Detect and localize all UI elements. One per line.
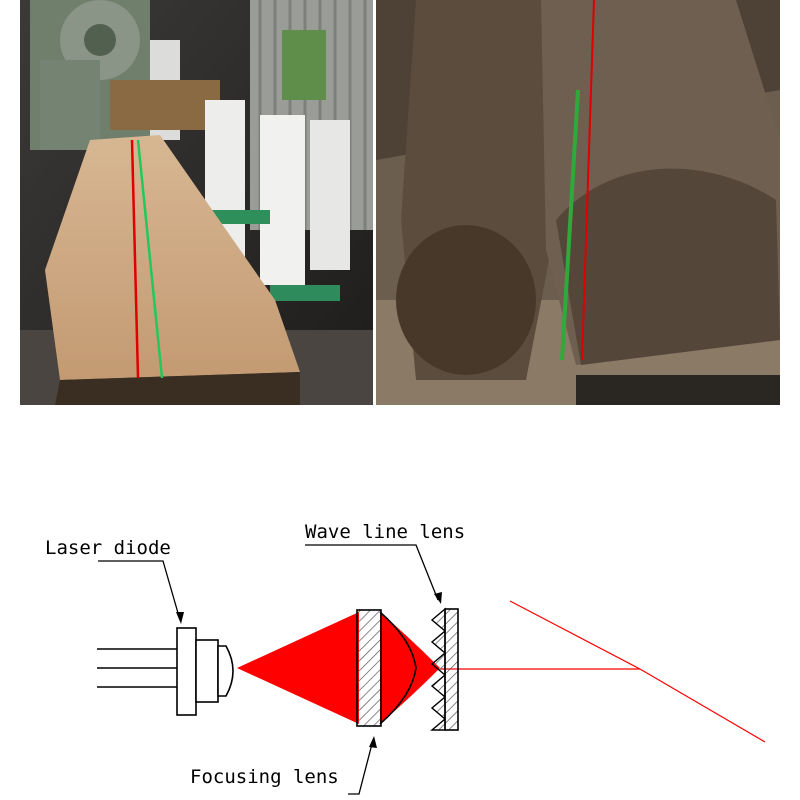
laser-diode [97,627,234,716]
sawmill-plank-photo [20,0,373,405]
fan-line-lower [639,668,766,743]
laser-diode-leader [98,560,181,621]
focusing-lens-leader [348,739,374,795]
fan-line-upper [509,600,641,670]
focusing-lens-label: Focusing lens [190,766,339,788]
log-photo [376,0,780,405]
green-laser-line [560,89,580,361]
divergent-beam [237,612,359,724]
wave-line-lens [430,607,459,731]
converging-beam [380,612,440,724]
green-laser-line [136,139,164,379]
wave-line-lens-leader [305,544,439,601]
focusing-lens [356,609,417,727]
wave-line-lens-label: Wave line lens [305,521,465,543]
red-laser-line [581,0,595,361]
red-laser-line [130,139,140,379]
laser-optics-diagram: Laser diode Wave line lens Focusing lens [45,521,766,795]
laser-diode-label: Laser diode [45,537,171,559]
